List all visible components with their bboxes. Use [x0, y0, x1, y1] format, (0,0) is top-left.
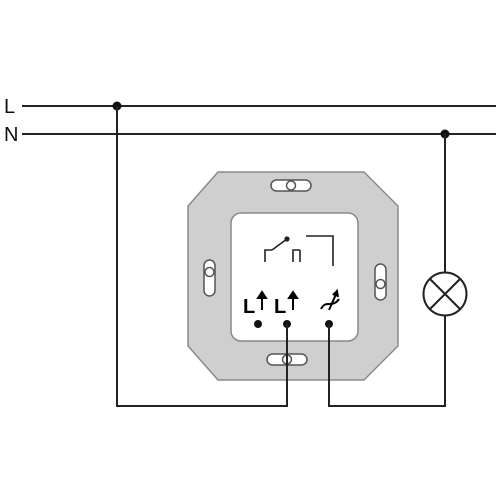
mounting-hole-top [271, 180, 311, 191]
mounting-hole-left [204, 260, 215, 296]
switch-insert [231, 213, 358, 341]
terminal-l1-label: L [243, 296, 255, 318]
mounting-hole-right [375, 264, 386, 300]
line-n-label: N [4, 124, 18, 146]
lamp-cross-icon [424, 273, 467, 316]
line-l-label: L [4, 96, 15, 118]
terminal-l2-label: L [274, 296, 286, 318]
terminal-dot-l1 [254, 320, 262, 328]
